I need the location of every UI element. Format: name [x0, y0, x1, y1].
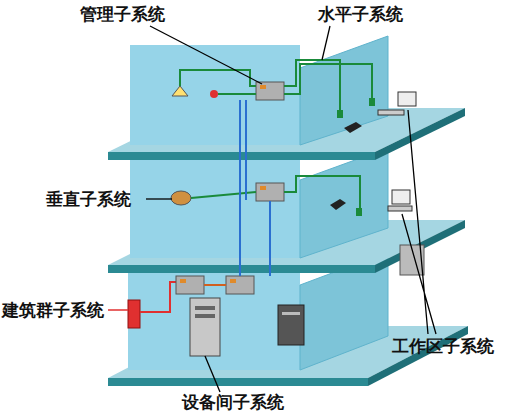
building-group-box: [128, 300, 140, 328]
outlet: [337, 110, 343, 118]
server-rack: [190, 298, 220, 356]
callout-label: 工作区子系统: [392, 336, 494, 356]
outlet: [369, 98, 375, 106]
slab-edge: [108, 265, 375, 273]
partition-wall: [300, 36, 388, 145]
server-rack: [195, 314, 215, 318]
back-wall: [128, 262, 300, 370]
keyboard: [378, 110, 404, 115]
patch-panel: [256, 82, 284, 100]
wall-device: [171, 191, 191, 205]
callout-label: 垂直子系统: [46, 189, 131, 209]
phone: [344, 122, 362, 133]
leader-line: [150, 26, 262, 84]
partition-wall: [300, 148, 388, 258]
patch-panel: [226, 276, 254, 294]
callout-label: 设备间子系统: [182, 392, 284, 412]
callout-label: 建筑群子系统: [2, 300, 104, 320]
keyboard: [388, 206, 412, 211]
server-box: [282, 312, 300, 315]
monitor: [392, 190, 410, 204]
riser-link: [204, 284, 226, 286]
patch-panel: [260, 85, 266, 89]
callout-label: 水平子系统: [318, 4, 403, 24]
slab-edge: [108, 378, 368, 386]
alarm: [210, 90, 218, 98]
leader-line: [322, 26, 330, 60]
patch-panel: [176, 276, 204, 294]
patch-panel: [260, 186, 266, 190]
slab-edge: [108, 152, 375, 160]
lamp: [172, 86, 188, 96]
leader-line: [108, 309, 128, 311]
callout-label: 管理子系统: [80, 4, 165, 24]
leader-line: [205, 356, 220, 392]
vertical-riser: [240, 100, 270, 276]
server-rack: [195, 306, 215, 310]
phone: [330, 199, 346, 210]
horizontal-cable: [191, 176, 360, 210]
patch-panel: [180, 279, 186, 283]
patch-panel: [230, 279, 236, 283]
leader-line: [402, 110, 436, 334]
back-wall: [130, 158, 300, 258]
monitor: [398, 92, 416, 106]
leader-line: [146, 198, 172, 199]
server-box: [278, 305, 304, 345]
outlet: [356, 208, 362, 216]
horizontal-cable: [180, 60, 372, 112]
patch-panel: [256, 183, 284, 201]
